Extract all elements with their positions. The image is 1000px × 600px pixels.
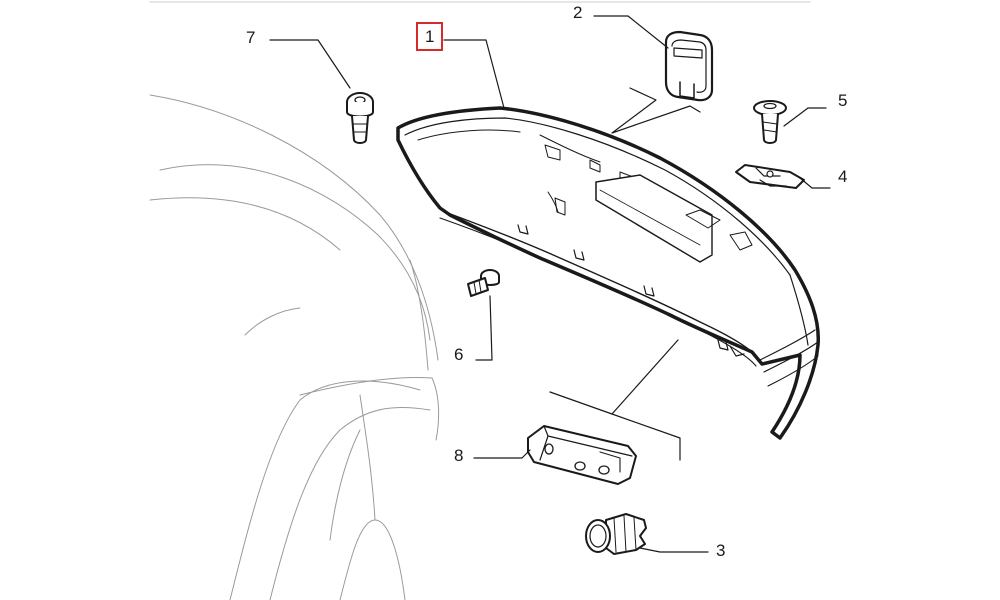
push-fastener-part-3: [585, 513, 647, 555]
leader-line-8-to-1: [549, 339, 679, 415]
leader-line-2-to-1: [611, 87, 701, 134]
clip-nut-part-4: [735, 164, 805, 189]
bracket-part-8: [527, 425, 637, 485]
stud-part-6: [467, 269, 500, 297]
leader-line-6: [475, 295, 493, 361]
callout-4: 4: [838, 167, 848, 186]
leader-line-8-branch: [611, 413, 681, 461]
screw-part-5: [753, 100, 787, 144]
callout-8: 8: [454, 446, 464, 465]
callout-7: 7: [246, 28, 256, 47]
leader-line-1: [443, 39, 505, 109]
bumper-part-1: [396, 106, 820, 440]
leader-line-7: [269, 39, 351, 89]
callout-6: 6: [454, 345, 464, 364]
callout-1: 1: [416, 22, 444, 51]
bolt-part-7: [346, 92, 374, 144]
callout-3: 3: [716, 541, 726, 560]
leader-line-5: [783, 107, 827, 127]
leader-line-8: [473, 449, 531, 459]
leader-line-4: [799, 177, 831, 189]
leader-line-3: [639, 547, 709, 553]
callout-5: 5: [838, 91, 848, 110]
cap-part-2: [664, 30, 714, 102]
callout-2: 2: [573, 3, 583, 22]
car-body-outline: [149, 94, 440, 600]
leader-line-2: [593, 15, 669, 49]
